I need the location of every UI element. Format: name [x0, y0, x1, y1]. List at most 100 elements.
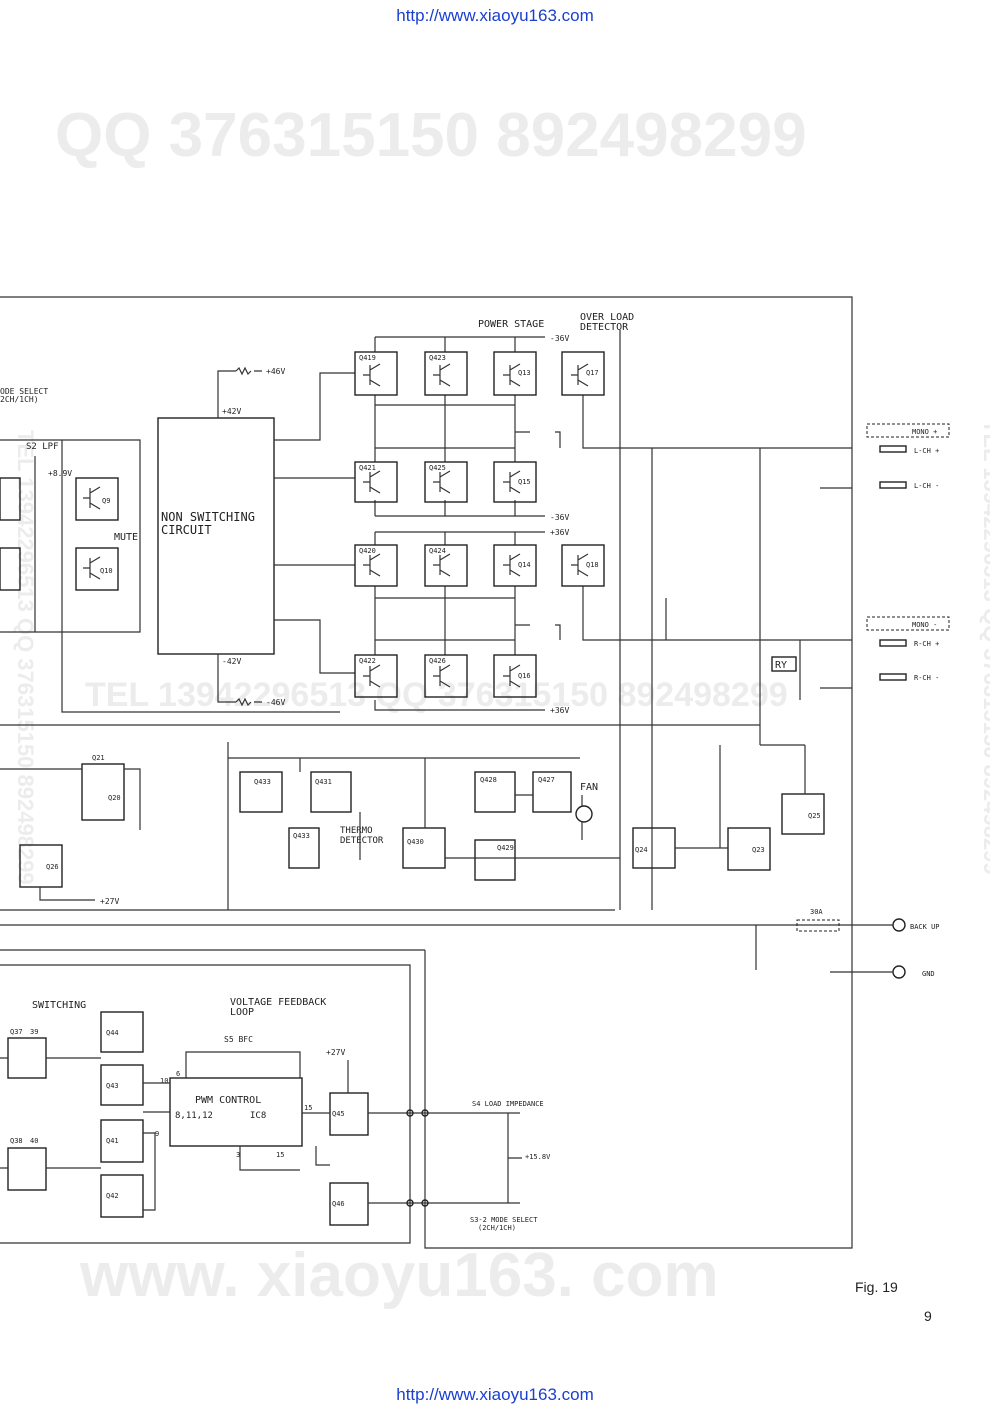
v42-bot-label: -42V [222, 657, 241, 666]
header-url[interactable]: http://www.xiaoyu163.com [396, 6, 594, 25]
v158-label: +15.8V [525, 1153, 551, 1161]
pin6-label: 6 [176, 1070, 180, 1078]
q433b-box [288, 827, 320, 869]
fan-label: FAN [580, 782, 598, 793]
q429-box [474, 839, 516, 881]
s2-lpf-label: S2 LPF [26, 442, 59, 452]
q18-label: Q18 [586, 561, 599, 569]
q13-label: Q13 [518, 369, 531, 377]
q16-label: Q16 [518, 672, 531, 680]
q423-box [424, 351, 468, 396]
q9-box [75, 477, 119, 521]
thermo-label-2: DETECTOR [340, 836, 384, 846]
q17-label: Q17 [586, 369, 599, 377]
gnd-terminal [892, 965, 906, 979]
over-load-label-1: OVER LOAD [580, 312, 634, 323]
q21-q20-box [81, 763, 125, 821]
v36-c-label: +36V [550, 528, 569, 537]
q14-box [493, 544, 537, 587]
non-switching-label-1: NON SWITCHING [161, 510, 255, 524]
mono-minus-label: MONO - [912, 621, 937, 629]
pwm-label-1: PWM CONTROL [195, 1095, 261, 1106]
q42-box [100, 1174, 144, 1218]
fuse-label: 30A [810, 908, 823, 916]
pin3-label: 3 [236, 1151, 240, 1159]
q20-label: Q20 [108, 794, 121, 802]
q37-box [7, 1037, 47, 1079]
q38-label: Q38 [10, 1137, 23, 1145]
ic8-label: IC8 [250, 1111, 266, 1121]
backup-terminal [892, 918, 906, 932]
mono-plus-label: MONO + [912, 428, 937, 436]
voltage-fb-label-2: LOOP [230, 1007, 254, 1018]
q425-label: Q425 [429, 464, 446, 472]
thermo-label-1: THERMO [340, 826, 373, 836]
q14-label: Q14 [518, 561, 531, 569]
q427-label: Q427 [538, 776, 555, 784]
q10-box [75, 547, 119, 591]
q42-label: Q42 [106, 1192, 119, 1200]
q433a-label: Q433 [254, 778, 271, 786]
fan-symbol [575, 805, 593, 823]
pin10-label: 10 [160, 1077, 168, 1085]
q13-box [493, 351, 537, 396]
q15-label: Q15 [518, 478, 531, 486]
q45-box [329, 1092, 369, 1136]
v36-b-label: -36V [550, 513, 569, 522]
q430-box [402, 827, 446, 869]
q9-label: Q9 [102, 497, 110, 505]
q18-box [561, 544, 605, 587]
power-stage-label: POWER STAGE [478, 319, 544, 330]
q431-box [310, 771, 352, 813]
frame-lines [0, 296, 853, 1249]
v27-a-label: +27V [100, 897, 119, 906]
v46-bot-label: -46V [266, 698, 285, 707]
relay-label: RY [775, 660, 787, 671]
pin15a-label: 15 [304, 1104, 312, 1112]
q17-box [561, 351, 605, 396]
q37b-label: 39 [30, 1028, 38, 1036]
q433b-label: Q433 [293, 832, 310, 840]
q429-label: Q429 [497, 844, 514, 852]
footer-url[interactable]: http://www.xiaoyu163.com [396, 1385, 594, 1404]
q419-label: Q419 [359, 354, 376, 362]
q46-box [329, 1182, 369, 1226]
q38b-label: 40 [30, 1137, 38, 1145]
q430-label: Q430 [407, 838, 424, 846]
q44-label: Q44 [106, 1029, 119, 1037]
s4-label: S4 LOAD IMPEDANCE [472, 1100, 544, 1108]
v89-label: +8.9V [48, 469, 72, 478]
q423-label: Q423 [429, 354, 446, 362]
over-load-label-2: DETECTOR [580, 322, 629, 333]
mono-minus-jack [866, 616, 950, 631]
q23-box [727, 827, 771, 871]
q38-box [7, 1147, 47, 1191]
q15-box [493, 461, 537, 503]
q45-label: Q45 [332, 1110, 345, 1118]
q421-label: Q421 [359, 464, 376, 472]
relay-box [771, 656, 797, 672]
pin15b-label: 15 [276, 1151, 284, 1159]
switching-label: SWITCHING [32, 1000, 86, 1011]
fuse-box [796, 919, 840, 932]
q428-box [474, 771, 516, 813]
pwm-label-2: 8,11,12 [175, 1111, 213, 1121]
q426-label: Q426 [429, 657, 446, 665]
q428-label: Q428 [480, 776, 497, 784]
q431-label: Q431 [315, 778, 332, 786]
watermark-right-vertical: TEL 13942296513 QQ 376315150 892498299 [979, 420, 990, 875]
v42-top-label: +42V [222, 407, 241, 416]
q26-box [19, 844, 63, 888]
watermark-left-vertical: TEL 13942296513 QQ 376315150 892498299 [13, 430, 38, 885]
mute-label: MUTE [114, 532, 138, 543]
watermark-tel: TEL 13942296513 QQ 376315150 892498299 [85, 676, 788, 714]
q21-label: Q21 [92, 754, 105, 762]
q433a-box [239, 771, 283, 813]
voltage-fb-label-1: VOLTAGE FEEDBACK [230, 997, 326, 1008]
q41-box [100, 1119, 144, 1163]
q37-label: Q37 [10, 1028, 23, 1036]
q16-box [493, 654, 537, 698]
non-switching-label-2: CIRCUIT [161, 523, 212, 537]
backup-label: BACK UP [910, 923, 940, 931]
